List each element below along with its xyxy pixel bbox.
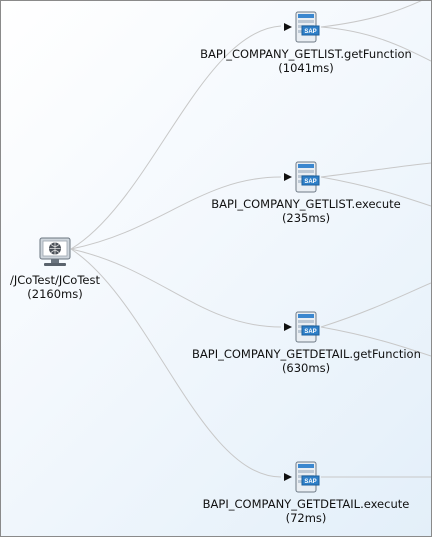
edge-root-to-call-1 (70, 25, 282, 250)
root-node-time: (2160ms) (27, 287, 83, 301)
arrowhead-call-2 (284, 173, 292, 181)
call-node-label: BAPI_COMPANY_GETDETAIL.execute (202, 497, 410, 511)
call-node-time: (235ms) (281, 211, 331, 225)
call-node-2[interactable]: SAP BAPI_COMPANY_GETLIST.execute (235ms) (192, 161, 420, 225)
call-node-time: (1041ms) (278, 61, 334, 75)
edge-out-call-3b (320, 326, 431, 357)
call-node-time: (72ms) (285, 511, 327, 525)
edge-out-call-3 (320, 282, 431, 328)
arrowhead-call-4 (284, 473, 292, 481)
call-node-4[interactable]: SAP BAPI_COMPANY_GETDETAIL.execute (72ms… (192, 461, 420, 525)
edge-out-call-1b (320, 26, 431, 62)
edge-out-call-2b (320, 176, 431, 207)
arrowhead-call-1 (284, 23, 292, 31)
call-node-label: BAPI_COMPANY_GETLIST.execute (211, 197, 401, 211)
edge-out-call-2 (320, 162, 431, 178)
sap-server-icon: SAP (192, 161, 420, 197)
call-node-label: BAPI_COMPANY_GETDETAIL.getFunction (192, 347, 421, 361)
call-node-label: BAPI_COMPANY_GETLIST.getFunction (200, 47, 412, 61)
sap-badge: SAP (304, 329, 316, 335)
root-node-label: /JCoTest/JCoTest (10, 273, 100, 287)
call-node-1[interactable]: SAP BAPI_COMPANY_GETLIST.getFunction (10… (192, 11, 420, 75)
call-node-3[interactable]: SAP BAPI_COMPANY_GETDETAIL.getFunction (… (192, 311, 421, 375)
sap-badge: SAP (304, 179, 316, 185)
edge-root-to-call-4 (70, 248, 282, 478)
edge-root-to-call-3 (70, 248, 282, 328)
sap-badge: SAP (304, 29, 316, 35)
arrowhead-call-3 (284, 323, 292, 331)
sap-server-icon: SAP (192, 11, 420, 47)
sap-server-icon: SAP (192, 311, 420, 347)
sap-badge: SAP (304, 479, 316, 485)
root-node[interactable]: /JCoTest/JCoTest (2160ms) (1, 237, 109, 301)
sap-server-icon: SAP (192, 461, 420, 497)
monitor-globe-icon (1, 237, 109, 273)
call-node-time: (630ms) (281, 361, 331, 375)
edge-out-call-1 (320, 1, 422, 28)
edge-root-to-call-2 (70, 176, 282, 250)
